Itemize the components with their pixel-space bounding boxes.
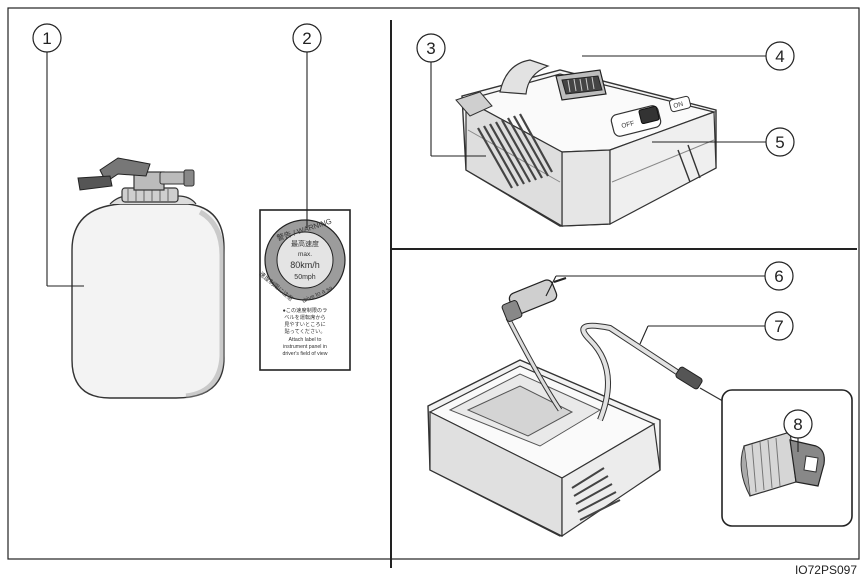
callout-6-label: 6 [774, 267, 783, 286]
sealant-bottle [72, 158, 224, 398]
callout-2-label: 2 [302, 29, 311, 48]
callout-3: 3 [417, 34, 445, 62]
warning-max: max. [298, 251, 312, 258]
warning-note-jp-1: ●この速度制限のラ [283, 306, 328, 314]
callout-4: 4 [766, 42, 794, 70]
warning-note-jp-3: 見やすいところに [284, 320, 326, 328]
callout-5-label: 5 [775, 133, 784, 152]
pressure-gauge [556, 70, 606, 100]
callout-1-label: 1 [42, 29, 51, 48]
valve-adapter-detail [722, 390, 852, 526]
warning-note-en-3: driver's field of view [282, 351, 327, 357]
callout-4-label: 4 [775, 47, 784, 66]
warning-note-jp-2: ベルを運転席から [284, 313, 326, 321]
warning-speed-kmh: 80km/h [290, 260, 320, 270]
callout-8-label: 8 [793, 415, 802, 434]
warning-speed-mph: 50mph [294, 274, 316, 281]
callout-2: 2 [293, 24, 321, 52]
air-compressor: OFF ON [456, 60, 716, 226]
callout-7-label: 7 [774, 317, 783, 336]
speed-warning-label: 警告 / WARNING 速度制限に注意 drive to a sa 最高速度 … [258, 210, 350, 370]
callout-6: 6 [765, 262, 793, 290]
air-hose [583, 326, 728, 420]
callout-5: 5 [766, 128, 794, 156]
callout-3-label: 3 [426, 39, 435, 58]
warning-note-jp-4: 貼ってください。 [284, 327, 325, 335]
figure-code: IO72PS097 [795, 563, 857, 577]
warning-subtitle: 最高速度 [291, 239, 319, 248]
warning-note-en-1: Attach label to [289, 337, 322, 343]
warning-note-en-2: instrument panel in [283, 344, 327, 350]
callout-1: 1 [33, 24, 61, 52]
callout-7: 7 [765, 312, 793, 340]
